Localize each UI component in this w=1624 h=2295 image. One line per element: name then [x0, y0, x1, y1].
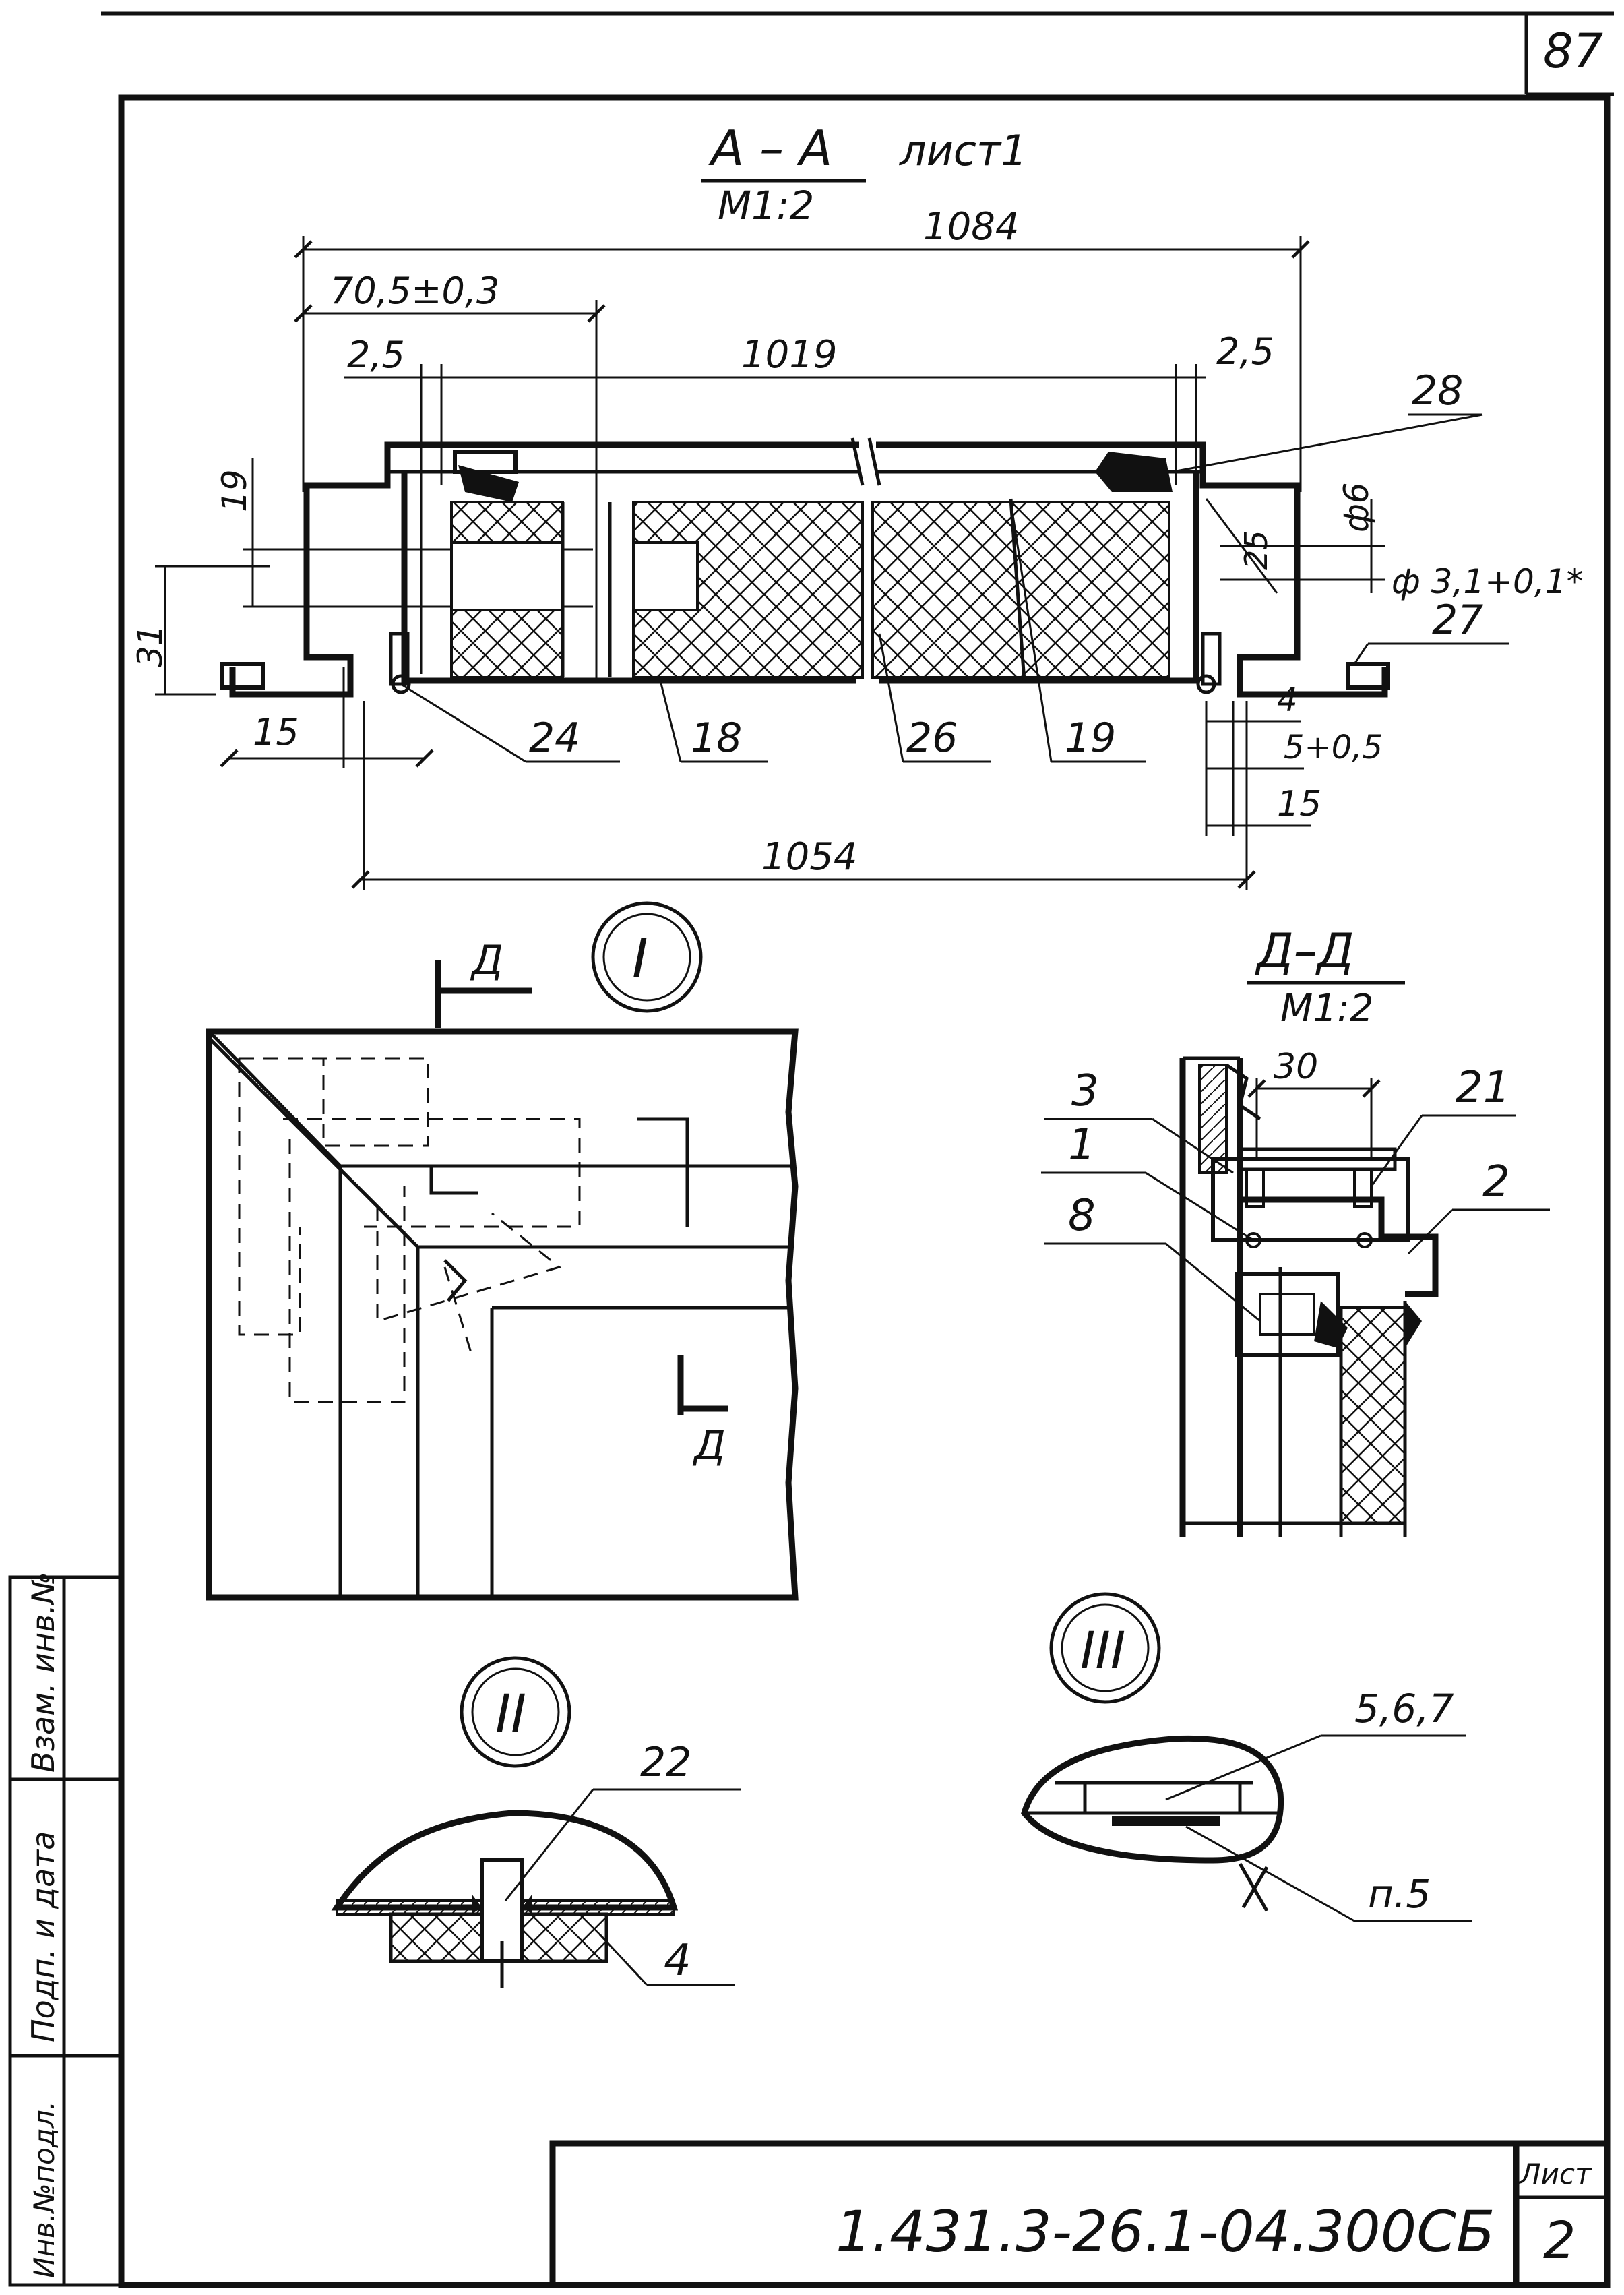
- dim-d6: ф6: [1337, 482, 1376, 532]
- dd-dim-30: 30: [1274, 1047, 1318, 1087]
- section-aa-title: А – А: [708, 120, 832, 177]
- dim-overall: 1084: [923, 205, 1020, 249]
- callout-27: 27: [1432, 596, 1483, 644]
- title-block: 1.431.3-26.1-04.300СБ Лист 2: [549, 2140, 1607, 2285]
- dim-bottom: 1054: [761, 835, 858, 879]
- stamp-vzam-inv: Взам. инв.№: [25, 1572, 61, 1773]
- dd-callout-1: 1: [1068, 1120, 1096, 1170]
- section-aa-scale: М1:2: [718, 183, 814, 228]
- detail-i: I Д Д: [206, 901, 799, 1601]
- title-sheet-label: Лист: [1518, 2158, 1592, 2191]
- detail-i-frame: [206, 1028, 799, 1601]
- detail-ii-body: [331, 1810, 679, 1911]
- detail-ii-label: II: [495, 1684, 526, 1745]
- detail-iii-body: [1021, 1735, 1284, 1864]
- detail-i-label: I: [632, 927, 648, 990]
- page-number: 87: [1543, 24, 1603, 79]
- stamp-podp-data: Подп. и дата: [25, 1831, 61, 2042]
- dim-right-15: 15: [1277, 784, 1321, 824]
- section-aa-sheet-note: лист1: [899, 126, 1028, 175]
- aa-seals: [220, 450, 1390, 694]
- dim-right-5: 5+0,5: [1284, 729, 1383, 766]
- dim-inner: 1019: [741, 333, 838, 377]
- dd-callout-8: 8: [1068, 1191, 1096, 1241]
- section-aa: А – А М1:2 лист1 1084 70,5±0,3 2,5 1019 …: [131, 120, 1584, 890]
- title-sheet-no: 2: [1543, 2210, 1575, 2270]
- side-stamp: Инв.№подл. Подп. и дата Взам. инв.№: [8, 1572, 123, 2287]
- dim-right-4: 4: [1277, 681, 1298, 719]
- dim-height-31: 31: [131, 624, 170, 667]
- dd-callout-3: 3: [1071, 1066, 1099, 1116]
- section-dd-scale: М1:2: [1280, 987, 1373, 1031]
- dim-offset: 70,5±0,3: [330, 270, 499, 312]
- callout-28: 28: [1412, 367, 1463, 415]
- dim-gap-left: 2,5: [347, 334, 405, 376]
- detail-iii: III 5,6,7 п.5: [1021, 1592, 1472, 1922]
- detail-iii-callout-567: 5,6,7: [1354, 1686, 1454, 1732]
- dim-h25: 25: [1238, 530, 1274, 570]
- detail-ii: II 22 4: [331, 1656, 741, 1988]
- dd-callout-2: 2: [1482, 1157, 1510, 1207]
- callout-24: 24: [529, 714, 580, 762]
- detail-ii-callout-22: 22: [640, 1739, 691, 1786]
- sheet-frame: 87: [101, 11, 1614, 2288]
- detail-i-cut-top: Д: [470, 937, 503, 984]
- dim-hole: ф 3,1+0,1*: [1392, 562, 1584, 601]
- dim-height-19: 19: [215, 469, 254, 512]
- callout-18: 18: [691, 714, 742, 762]
- stamp-inv-podl: Инв.№подл.: [28, 2101, 61, 2278]
- section-dd: Д–Д М1:2 30 3 1 8 2: [1041, 923, 1550, 1537]
- title-code: 1.431.3-26.1-04.300СБ: [836, 2199, 1495, 2265]
- aa-frame-profile: [229, 441, 1388, 698]
- aa-dimension-lines: 1084 70,5±0,3 2,5 1019 2,5 19 31 15: [131, 205, 1584, 890]
- callout-26: 26: [906, 714, 958, 762]
- dd-callout-21: 21: [1456, 1063, 1510, 1113]
- aa-callouts: 28 27 24 18 26 19: [400, 367, 1509, 763]
- detail-iii-label: III: [1080, 1620, 1125, 1680]
- dim-gap-right: 2,5: [1216, 330, 1274, 373]
- section-dd-title: Д–Д: [1255, 923, 1354, 979]
- detail-i-cut-bottom: Д: [692, 1422, 726, 1469]
- detail-ii-callout-4: 4: [664, 1936, 691, 1986]
- dim-left-15: 15: [253, 711, 299, 754]
- detail-iii-callout-p5: п.5: [1368, 1871, 1431, 1917]
- callout-19: 19: [1065, 714, 1116, 762]
- dd-glass-panel: [1340, 1306, 1406, 1525]
